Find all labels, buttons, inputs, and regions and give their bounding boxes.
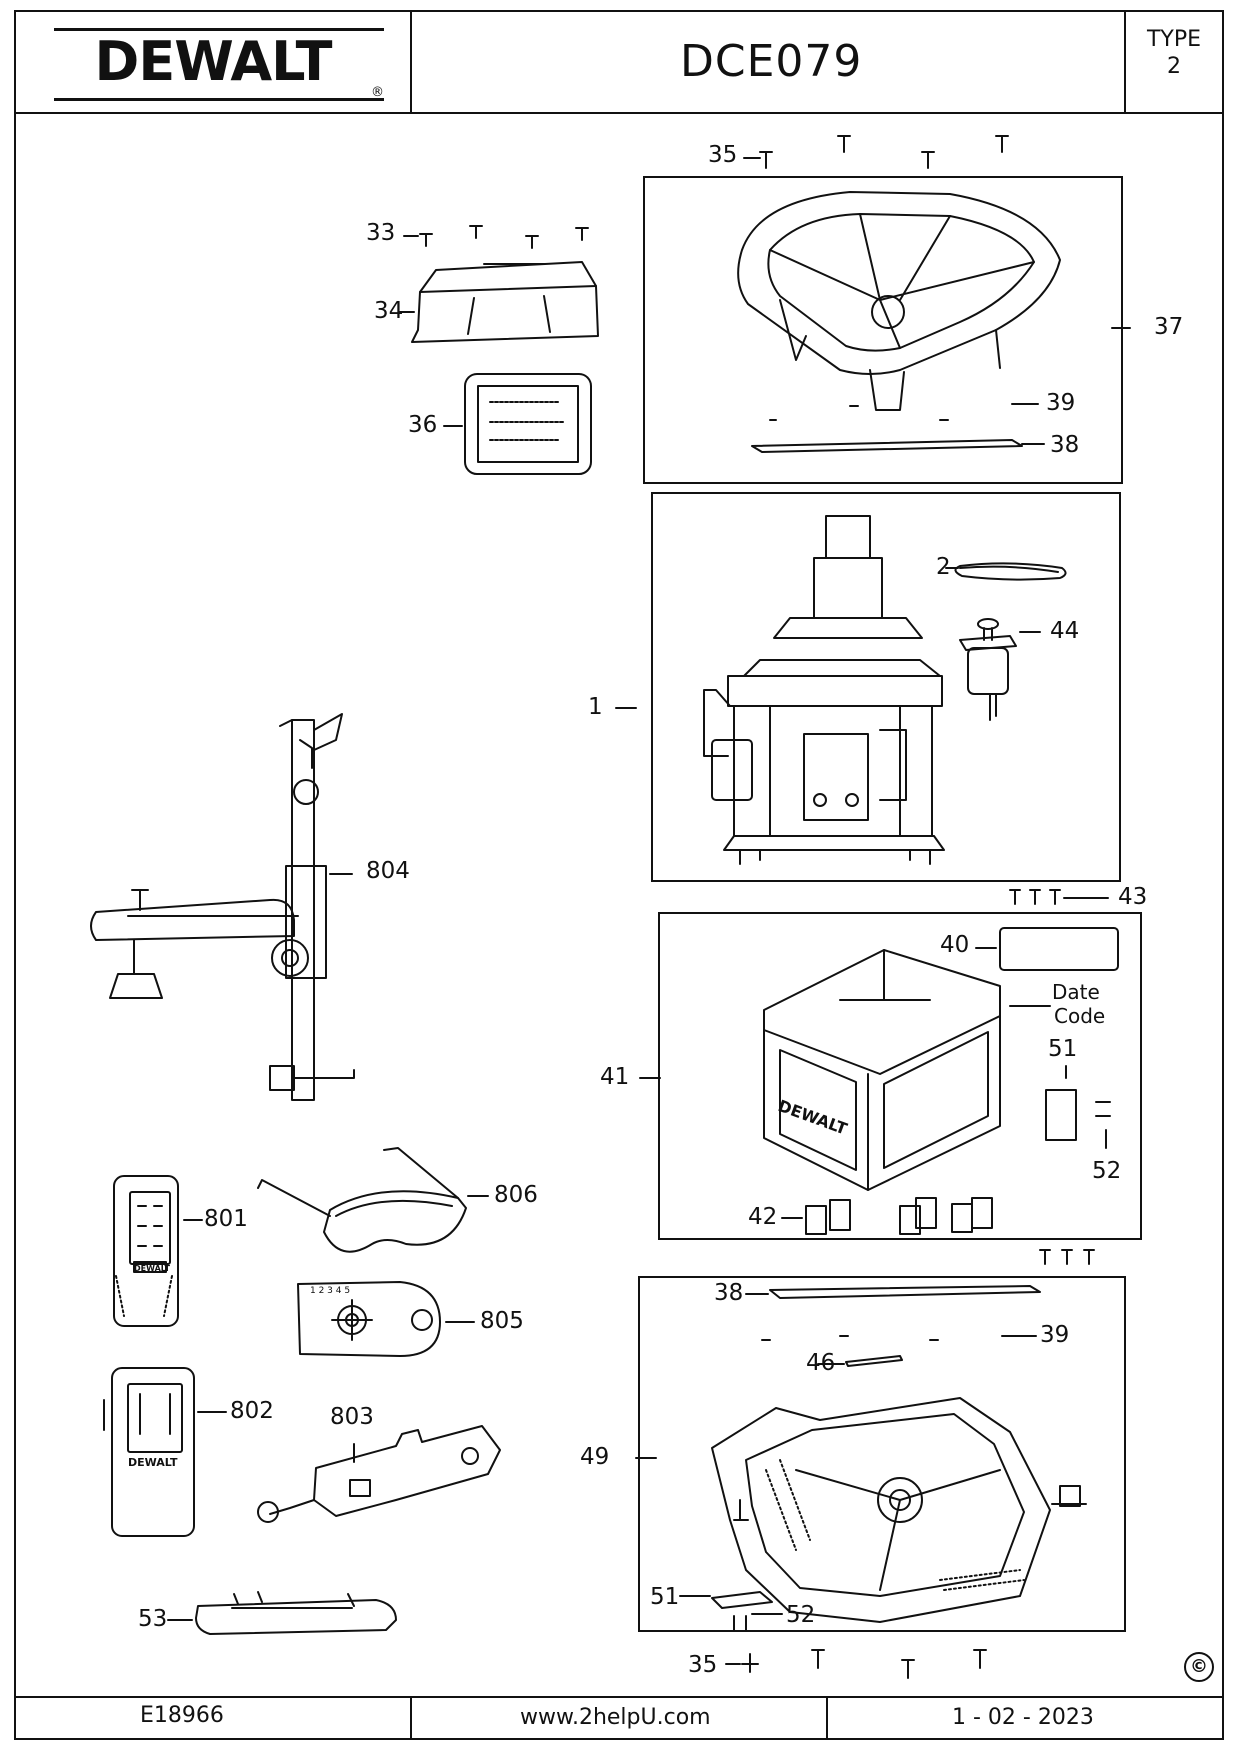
- glasses-806: [257, 1147, 489, 1253]
- part-label-41: 41: [600, 1064, 630, 1090]
- detector-brand-decal: DEWALT: [128, 1456, 178, 1469]
- group-box-case: [658, 912, 1142, 1240]
- part-label-51-top: 51: [1048, 1036, 1078, 1062]
- part-label-52-bottom: 52: [786, 1602, 816, 1628]
- group-box-top-housing: [643, 176, 1123, 484]
- date-code-label-line1: Date: [1052, 980, 1100, 1004]
- case-41: [639, 949, 1001, 1191]
- rod-clamp-804: [90, 713, 355, 1101]
- part-label-39-bottom: 39: [1040, 1322, 1070, 1348]
- screws-mid: [1039, 1249, 1095, 1265]
- top-cover-34: [399, 261, 599, 343]
- gasket-38-bottom: [745, 1285, 1041, 1299]
- part-label-44: 44: [1050, 618, 1080, 644]
- target-scale-text: 1 2 3 4 5: [310, 1286, 351, 1296]
- type-block: TYPE 2: [1126, 26, 1222, 80]
- brand-name: DEWALT: [94, 30, 333, 93]
- label-36: [443, 373, 592, 475]
- part-label-38-top: 38: [1050, 432, 1080, 458]
- doc-number: E18966: [140, 1703, 224, 1728]
- date-code-label-line2: Code: [1054, 1004, 1106, 1028]
- header-vline-2: [1124, 10, 1126, 113]
- model-number: DCE079: [680, 36, 863, 87]
- part-label-49: 49: [580, 1444, 610, 1470]
- detector-801: [113, 1175, 203, 1327]
- type-label: TYPE: [1146, 27, 1202, 52]
- clip-51-bottom: [679, 1591, 783, 1631]
- part-label-1: 1: [588, 694, 603, 720]
- part-label-37: 37: [1154, 314, 1184, 340]
- header-vline-1: [410, 10, 412, 113]
- footer-divider: [14, 1696, 1224, 1698]
- internal-assembly-1: [615, 515, 945, 865]
- clip-51-top: [1045, 1065, 1111, 1149]
- part-label-43: 43: [1118, 884, 1148, 910]
- page-frame: [14, 10, 1224, 1740]
- part-label-53: 53: [138, 1606, 168, 1632]
- feet-39: [761, 1335, 1017, 1341]
- part-label-35-bottom: 35: [688, 1652, 718, 1678]
- part-label-51-bottom: 51: [650, 1584, 680, 1610]
- part-label-36: 36: [408, 412, 438, 438]
- part-label-42: 42: [748, 1204, 778, 1230]
- bracket-803: [257, 1425, 501, 1523]
- part-label-52-top: 52: [1092, 1158, 1122, 1184]
- group-box-internal-assembly: [651, 492, 1121, 882]
- receiver-brand-decal: DEWALT: [134, 1264, 170, 1273]
- top-housing-37: [737, 191, 1131, 453]
- part-label-46: 46: [806, 1350, 836, 1376]
- brand-logo: DEWALT ®: [54, 28, 384, 102]
- label-40: [975, 927, 1119, 971]
- target-805: [297, 1281, 475, 1357]
- date: 1 - 02 - 2023: [952, 1705, 1094, 1730]
- detector-802: [103, 1367, 227, 1537]
- copyright-symbol: ©: [1184, 1652, 1214, 1682]
- part-label-802: 802: [230, 1398, 274, 1424]
- part-label-40: 40: [940, 932, 970, 958]
- footer-vline-2: [826, 1697, 828, 1740]
- ring-2: [945, 562, 1067, 581]
- part-label-34: 34: [374, 298, 404, 324]
- part-label-39-top: 39: [1046, 390, 1076, 416]
- motor-44: [959, 618, 1041, 721]
- part-label-35-top: 35: [708, 142, 738, 168]
- base-plate-53: [167, 1591, 397, 1635]
- type-value: 2: [1167, 54, 1181, 79]
- footer-vline-1: [410, 1697, 412, 1740]
- part-label-801: 801: [204, 1206, 248, 1232]
- part-label-806: 806: [494, 1182, 538, 1208]
- screws-35-top: [743, 135, 1009, 169]
- part-label-805: 805: [480, 1308, 524, 1334]
- screws-43: [1009, 889, 1109, 905]
- group-box-base: [638, 1276, 1126, 1632]
- clips-42: [781, 1197, 993, 1235]
- strip-46: [845, 1355, 903, 1367]
- part-label-2: 2: [936, 554, 951, 580]
- base-49: [635, 1397, 1087, 1623]
- part-label-803: 803: [330, 1404, 374, 1430]
- part-label-33: 33: [366, 220, 396, 246]
- website: www.2helpU.com: [520, 1705, 711, 1730]
- header-divider: [14, 112, 1224, 114]
- screws-35-bottom: [725, 1649, 987, 1679]
- part-label-38-bottom: 38: [714, 1280, 744, 1306]
- screws-33: [403, 225, 589, 249]
- part-label-804: 804: [366, 858, 410, 884]
